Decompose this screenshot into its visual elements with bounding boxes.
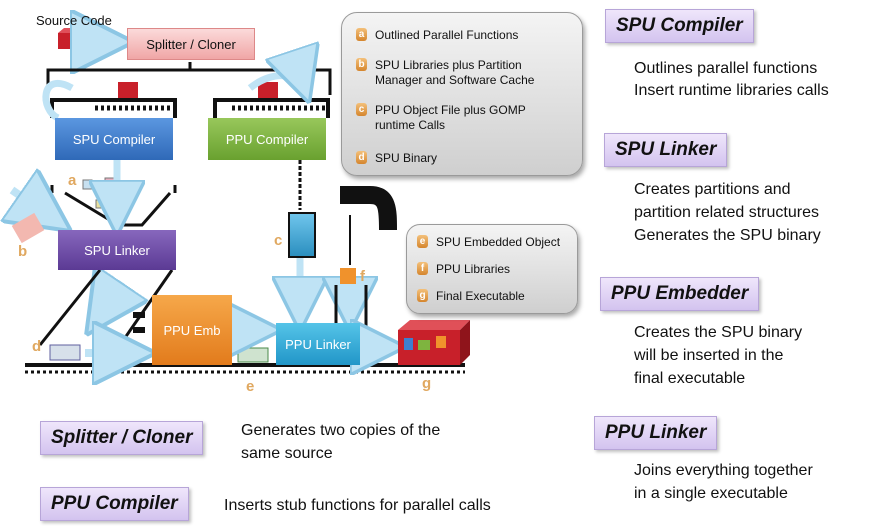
desc-ppu-embedder-line3: final executable — [634, 370, 746, 387]
letter-b: b — [18, 243, 28, 260]
heading-ppu-compiler: PPU Compiler — [40, 487, 189, 521]
ppu-object-block — [288, 212, 316, 258]
letter-e: e — [246, 378, 255, 395]
spu-binary-block — [49, 344, 81, 361]
heading-ppu-linker: PPU Linker — [594, 416, 718, 450]
heading-ppu-embedder: PPU Embedder — [600, 277, 760, 311]
desc-splitter-line1: Generates two copies of the — [241, 422, 441, 439]
spu-compiler-box: SPU Compiler — [55, 118, 173, 160]
desc-ppu-embedder-line2: will be inserted in the — [634, 347, 784, 364]
heading-spu-linker: SPU Linker — [604, 133, 728, 167]
letter-c: c — [274, 232, 283, 249]
desc-spu-linker-line3: Generates the SPU binary — [634, 227, 821, 244]
heading-spu-compiler: SPU Compiler — [605, 9, 754, 43]
desc-ppu-compiler-line1: Inserts stub functions for parallel call… — [224, 497, 491, 514]
letter-d: d — [32, 338, 42, 355]
ppu-compiler-box: PPU Compiler — [208, 118, 326, 160]
letter-g: g — [422, 375, 432, 392]
desc-spu-compiler-line1: Outlines parallel functions — [634, 60, 818, 77]
spu-embedded-object-block — [237, 347, 269, 363]
spu-linker-box: SPU Linker — [58, 230, 176, 270]
final-executable-block — [398, 320, 470, 365]
desc-ppu-linker-line1: Joins everything together — [634, 462, 813, 479]
letter-f: f — [360, 268, 365, 285]
ppu-emb-box: PPU Emb — [152, 295, 232, 365]
desc-ppu-linker-line2: in a single executable — [634, 485, 788, 502]
splitter-cloner-box: Splitter / Cloner — [127, 28, 255, 60]
desc-spu-linker-line2: partition related structures — [634, 204, 819, 221]
heading-splitter-cloner: Splitter / Cloner — [40, 421, 204, 455]
ppu-linker-box: PPU Linker — [276, 323, 360, 365]
ppu-compiler-conveyor — [213, 82, 330, 118]
source-code-label: Source Code — [36, 13, 112, 28]
desc-spu-compiler-line2: Insert runtime libraries calls — [634, 82, 829, 99]
source-code-block — [58, 28, 88, 49]
ppu-libraries-block — [340, 268, 356, 284]
desc-spu-linker-line1: Creates partitions and — [634, 181, 791, 198]
spu-libraries-block — [11, 212, 45, 244]
letter-a: a — [68, 172, 77, 189]
desc-splitter-line2: same source — [241, 445, 333, 462]
desc-ppu-embedder-line1: Creates the SPU binary — [634, 324, 803, 341]
pipeline-diagram — [0, 0, 470, 526]
